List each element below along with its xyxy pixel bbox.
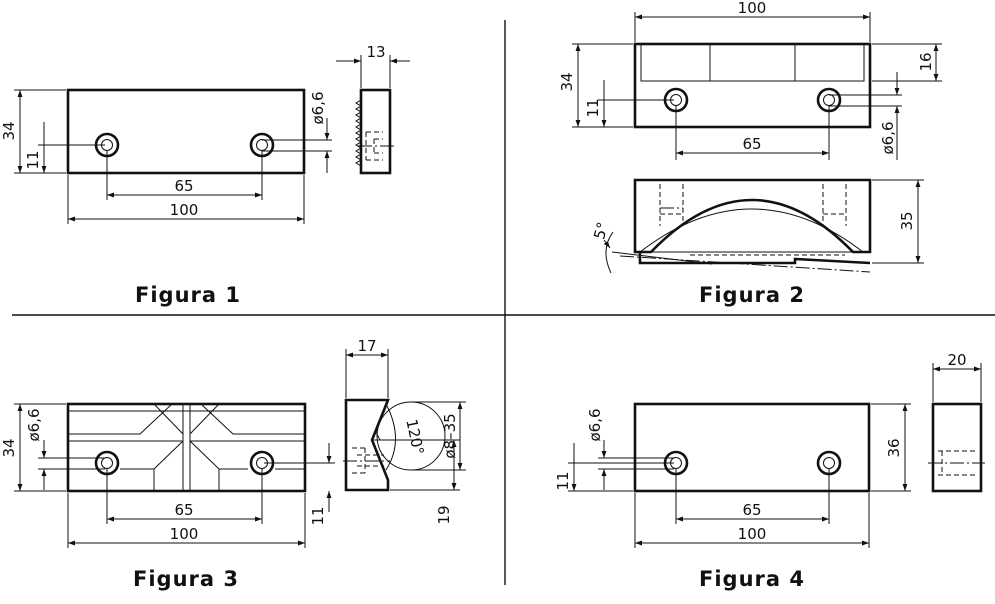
fig1-height-label: 34 <box>0 121 18 140</box>
fig3-capacity-label: ø8–35 <box>441 413 459 458</box>
fig1-hole-offset-label: 11 <box>24 150 42 169</box>
fig3-hole-spacing-label: 65 <box>174 501 193 519</box>
fig2-height-label: 34 <box>558 72 576 91</box>
fig2-tilted-base <box>638 252 871 265</box>
fig1-front-view <box>66 88 306 175</box>
fig3-height-label: 34 <box>0 438 18 457</box>
fig3-length-label: 100 <box>170 525 199 543</box>
figure-1: 34 11 65 100 ø6,6 13 Figura 1 <box>0 43 410 307</box>
fig4-hole-offset-label: 11 <box>554 471 572 490</box>
fig2-hole-spacing-label: 65 <box>742 135 761 153</box>
figure-2: 100 34 11 16 ø6,6 65 5° <box>558 0 942 307</box>
fig2-front-view <box>633 42 872 129</box>
fig1-caption: Figura 1 <box>135 283 241 307</box>
fig3-width-label: 17 <box>357 337 376 355</box>
fig1-length-label: 100 <box>170 201 199 219</box>
figure-3: 34 ø6,6 65 100 11 120° 17 ø8–35 <box>0 337 466 591</box>
fig2-length-label: 100 <box>738 0 767 17</box>
figure-4: ø6,6 11 65 100 36 20 Figura 4 <box>554 351 985 591</box>
fig2-top-height-label: 16 <box>917 52 935 71</box>
fig3-side-view <box>344 398 390 492</box>
fig4-caption: Figura 4 <box>699 567 805 591</box>
fig1-serrated-edge <box>355 99 362 167</box>
fig2-hole-diameter-label: ø6,6 <box>879 121 897 154</box>
fig2-side-height-label: 35 <box>898 211 916 230</box>
fig1-side-view <box>359 88 392 175</box>
fig4-width-label: 20 <box>947 351 966 369</box>
fig2-hole-offset-label: 11 <box>584 98 602 117</box>
fig1-hidden-hole <box>365 131 383 161</box>
fig2-angle-label: 5° <box>590 220 612 241</box>
fig4-height-label: 36 <box>885 438 903 457</box>
fig2-side-view <box>633 178 872 254</box>
fig4-side-view <box>931 402 983 493</box>
fig3-hole-offset-label: 11 <box>309 506 327 525</box>
fig3-front-view <box>66 402 307 493</box>
fig3-hole-diameter-label: ø6,6 <box>25 408 43 441</box>
fig4-length-label: 100 <box>738 525 767 543</box>
fig4-hole-spacing-label: 65 <box>742 501 761 519</box>
fig3-caption: Figura 3 <box>133 567 239 591</box>
fig4-front-view <box>633 402 871 493</box>
fig3-vee-angle-label: 120° <box>402 417 427 456</box>
fig1-width-label: 13 <box>366 43 385 61</box>
fig1-hole-spacing-label: 65 <box>174 177 193 195</box>
fig3-groove-lines <box>68 403 305 491</box>
fig2-caption: Figura 2 <box>699 283 805 307</box>
fig4-hole-diameter-label: ø6,6 <box>586 408 604 441</box>
fig3-vee-depth-label: 19 <box>435 505 453 524</box>
fig1-hole-diameter-label: ø6,6 <box>309 91 327 124</box>
